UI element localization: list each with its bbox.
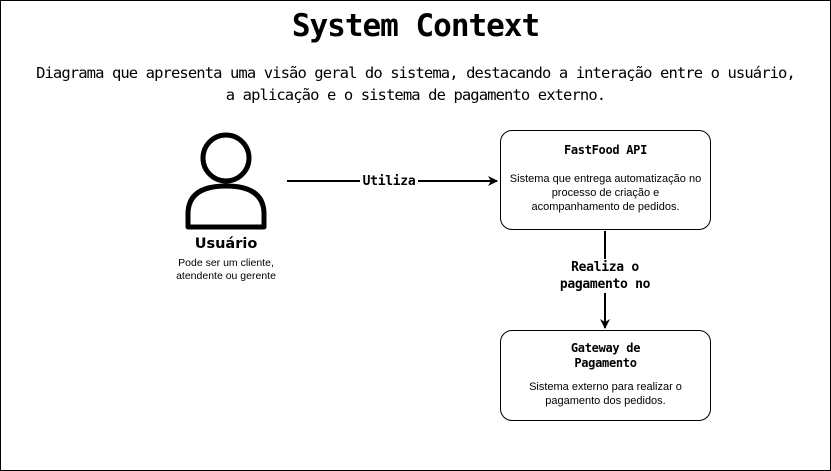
relation-label-realiza-pagamento: Realiza o pagamento no [553, 259, 657, 293]
system-description: Sistema que entrega automatização no pro… [509, 173, 702, 213]
system-name: Gateway de Pagamento [570, 341, 641, 370]
system-box-fastfood-api: FastFood API Sistema que entrega automat… [500, 130, 711, 230]
system-box-gateway-pagamento: Gateway de Pagamento Sistema externo par… [500, 330, 711, 421]
actor-name: Usuário [194, 236, 258, 252]
diagram-title: System Context [291, 8, 540, 44]
actor-description: Pode ser um cliente, atendente ou gerent… [176, 257, 276, 282]
relation-label-utiliza: Utiliza [360, 173, 418, 190]
user-actor-icon [185, 132, 267, 230]
system-description: Sistema externo para realizar o pagament… [529, 381, 682, 407]
system-name: FastFood API [563, 143, 648, 157]
diagram-subtitle: Diagrama que apresenta uma visão geral d… [36, 64, 796, 104]
